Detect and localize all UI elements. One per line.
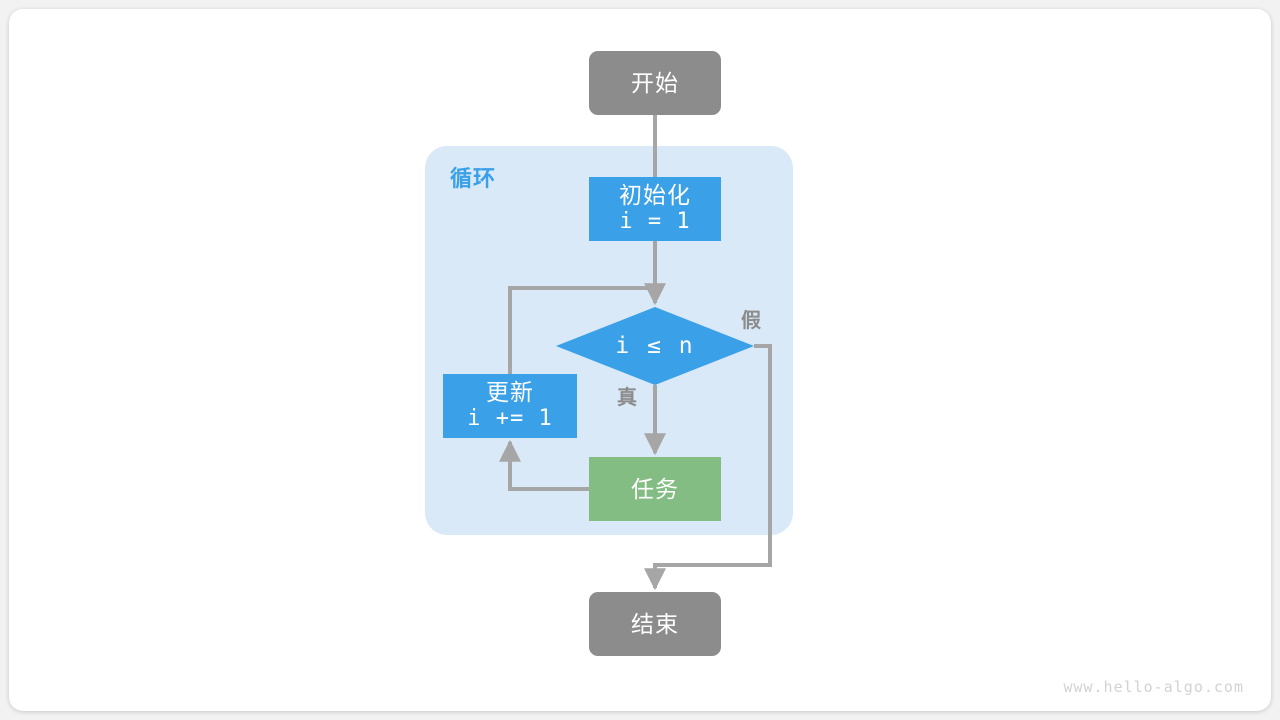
node-update-label: 更新 bbox=[486, 379, 534, 406]
node-start[interactable]: 开始 bbox=[589, 51, 721, 115]
node-end[interactable]: 结束 bbox=[589, 592, 721, 656]
node-init[interactable]: 初始化 i = 1 bbox=[589, 177, 721, 241]
node-start-label: 开始 bbox=[631, 69, 679, 96]
loop-container-label: 循环 bbox=[450, 166, 497, 191]
edge-label-false: 假 bbox=[741, 310, 762, 332]
node-condition[interactable]: i ≤ n bbox=[556, 307, 754, 385]
node-init-expression: i = 1 bbox=[619, 209, 691, 235]
node-update-expression: i += 1 bbox=[467, 406, 553, 432]
node-update[interactable]: 更新 i += 1 bbox=[443, 374, 577, 438]
node-task[interactable]: 任务 bbox=[589, 457, 721, 521]
node-init-label: 初始化 bbox=[619, 182, 691, 209]
node-condition-label: i ≤ n bbox=[615, 333, 695, 359]
watermark: www.hello-algo.com bbox=[1063, 678, 1244, 696]
diamond-shape bbox=[556, 307, 754, 385]
node-task-label: 任务 bbox=[631, 475, 679, 502]
edge-label-true: 真 bbox=[617, 387, 638, 409]
node-end-label: 结束 bbox=[631, 610, 679, 637]
